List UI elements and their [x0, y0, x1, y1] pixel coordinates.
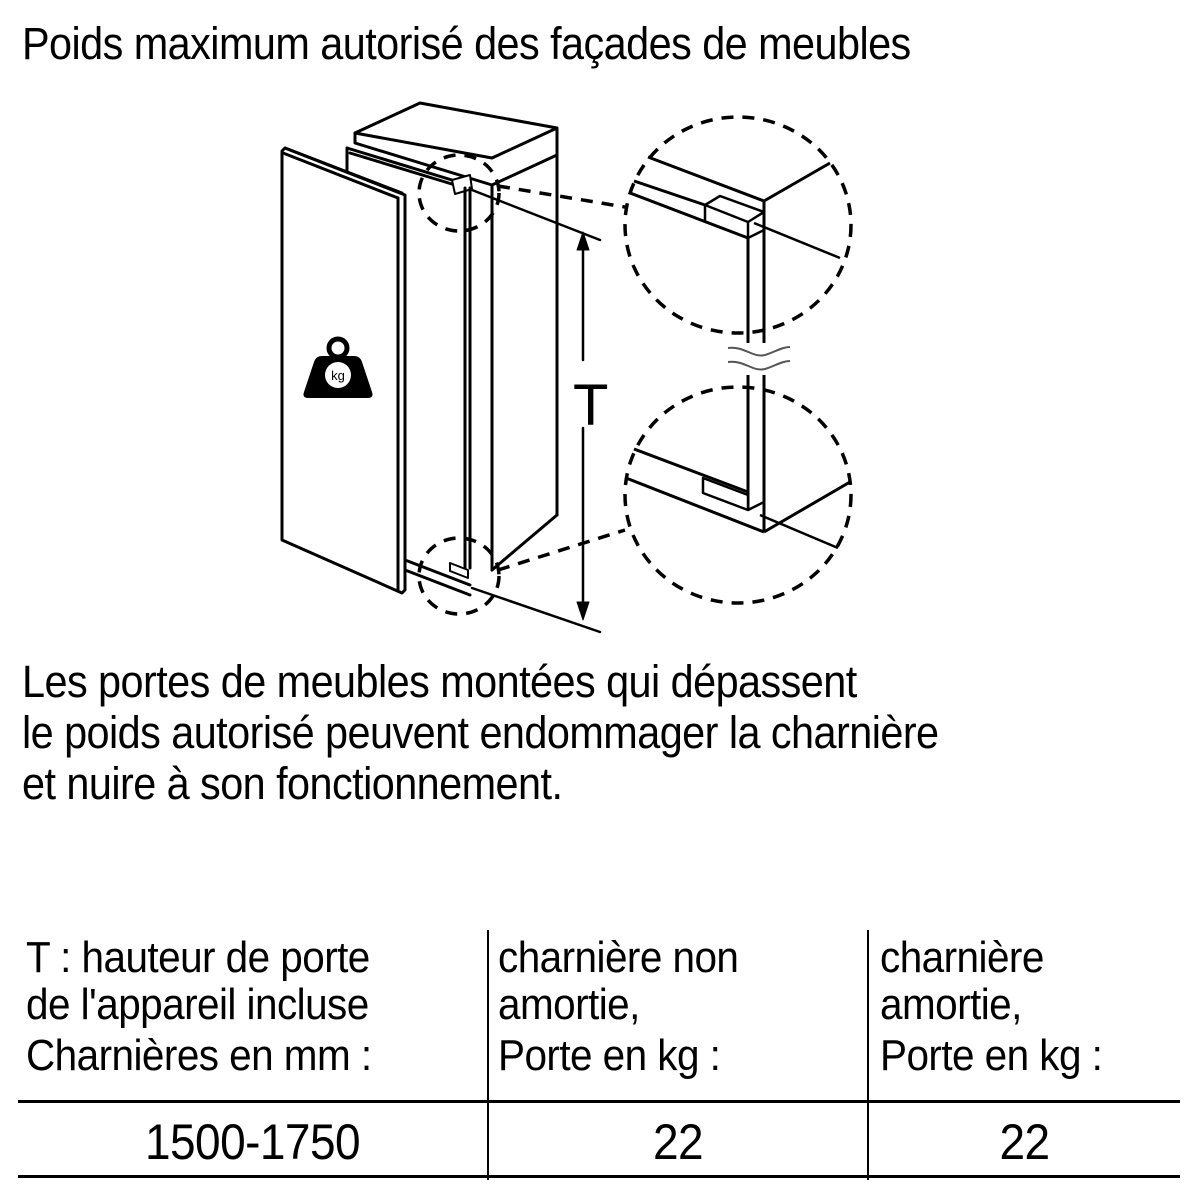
door-weight-diagram: T kg [280, 101, 853, 634]
dimension-label-t: T [573, 373, 608, 438]
warning-line: et nuire à son fonctionnement. [22, 758, 563, 809]
header-non-damped-hinge: charnière non amortie, Porte en kg : [498, 933, 739, 1080]
appliance-cabinet [345, 101, 559, 597]
warning-line: le poids autorisé peuvent endommager la … [22, 707, 939, 758]
bottom-hinge-callout-circle [417, 536, 501, 616]
svg-text:kg: kg [331, 368, 345, 383]
bottom-hinge-detail-circle [623, 385, 853, 605]
weight-kg-icon: kg [303, 336, 373, 398]
weight-warning-text: Les portes de meubles montées qui dépass… [22, 656, 939, 809]
header-separator [18, 1100, 1180, 1103]
bottom-hinge-detail [625, 447, 851, 550]
warning-line: Les portes de meubles montées qui dépass… [22, 656, 857, 707]
table-cell-non-damped-weight: 22 [652, 1114, 704, 1170]
top-hinge-callout-circle [417, 153, 501, 233]
page-title: Poids maximum autorisé des façades de me… [22, 18, 911, 69]
header-damped-hinge: charnière amortie, Porte en kg : [880, 933, 1103, 1080]
table-bottom-border [18, 1175, 1180, 1178]
column-divider [487, 930, 489, 1180]
weight-spec-table: T : hauteur de porte de l'appareil inclu… [18, 930, 1180, 1180]
header-height-range: T : hauteur de porte de l'appareil inclu… [26, 933, 372, 1080]
top-hinge-detail-circle [623, 115, 853, 335]
table-cell-height-range: 1500-1750 [144, 1114, 361, 1170]
break-symbol [727, 346, 791, 371]
column-divider [867, 930, 869, 1180]
top-hinge-detail [629, 155, 841, 532]
table-cell-damped-weight: 22 [999, 1114, 1050, 1170]
